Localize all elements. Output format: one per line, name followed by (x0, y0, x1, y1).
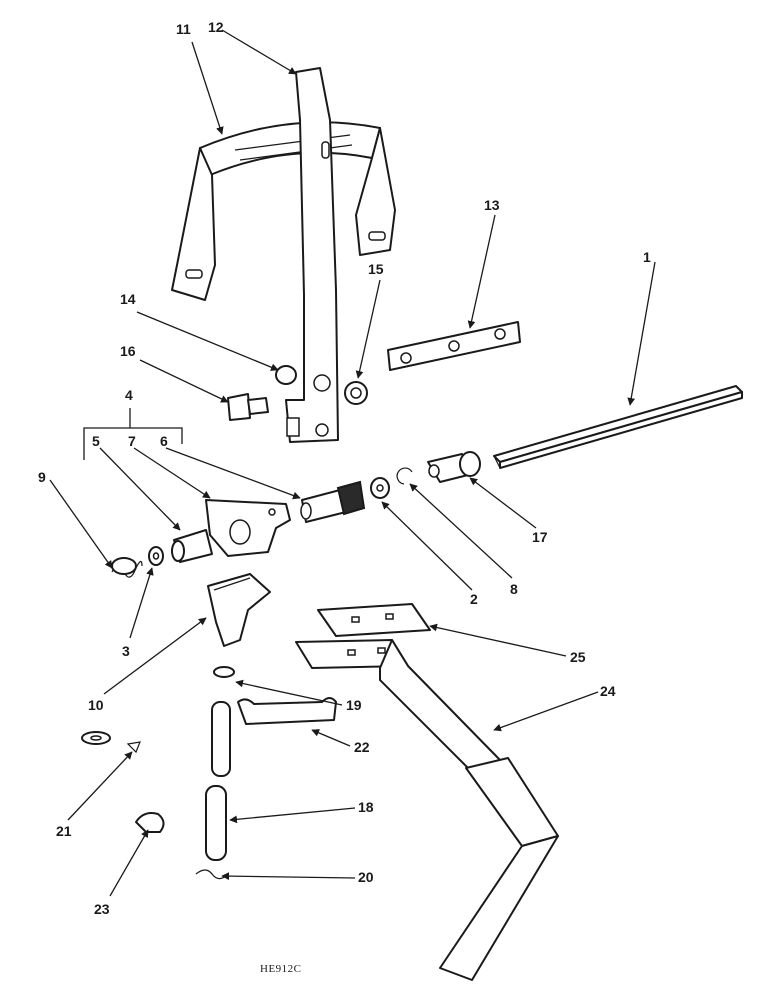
callout-labels: 11 12 13 1 14 15 16 4 5 7 6 9 17 2 8 3 2… (38, 19, 651, 917)
leader-lines (49, 29, 656, 897)
callout-10: 10 (88, 697, 104, 713)
callout-9: 9 (38, 469, 46, 485)
callout-23: 23 (94, 901, 110, 917)
callout-11: 11 (176, 21, 191, 37)
part-19-clip (213, 666, 235, 678)
part-10-funnel (207, 573, 271, 647)
callout-15: 15 (368, 261, 384, 277)
callout-17: 17 (532, 529, 548, 545)
callout-5: 5 (92, 433, 100, 449)
callout-24: 24 (600, 683, 616, 699)
part-13-plate (387, 321, 521, 371)
bracket-item-4 (83, 408, 183, 460)
part-3-washer (148, 546, 164, 566)
callout-4: 4 (125, 387, 133, 403)
part-17-shaft-end (427, 451, 481, 483)
part-8-snap-ring (396, 467, 413, 485)
callout-1: 1 (643, 249, 651, 265)
callout-7: 7 (128, 433, 136, 449)
part-6-gear-shaft (300, 480, 366, 523)
callout-13: 13 (484, 197, 500, 213)
part-14-bushing (275, 365, 297, 385)
callout-6: 6 (160, 433, 168, 449)
part-25-plate (317, 603, 431, 637)
callout-20: 20 (358, 869, 374, 885)
part-23-clamp (135, 812, 165, 833)
callout-19: 19 (346, 697, 362, 713)
part-18-tube (205, 701, 231, 861)
part-11-quadrant-bracket (171, 121, 396, 301)
callout-8: 8 (510, 581, 518, 597)
callout-14: 14 (120, 291, 136, 307)
callout-12: 12 (208, 19, 224, 35)
part-21-washer (81, 731, 141, 754)
callout-22: 22 (354, 739, 370, 755)
part-1-square-rod (493, 385, 743, 469)
callout-25: 25 (570, 649, 586, 665)
figure-code: HE912C (260, 963, 302, 975)
callout-21: 21 (56, 823, 72, 839)
part-2-washer (370, 477, 390, 499)
callout-16: 16 (120, 343, 136, 359)
callout-3: 3 (122, 643, 130, 659)
part-16-pin (227, 393, 269, 421)
part-7-bracket-housing (205, 499, 291, 557)
part-24-bent-bracket (295, 639, 559, 981)
part-12-lever-arm (285, 67, 339, 443)
part-5-sleeve (171, 529, 213, 563)
part-9-spring (111, 557, 143, 578)
callout-18: 18 (358, 799, 374, 815)
part-22-strap (237, 697, 337, 725)
callout-2: 2 (470, 591, 478, 607)
part-15-washer (344, 381, 368, 405)
part-20-hook (195, 869, 227, 880)
